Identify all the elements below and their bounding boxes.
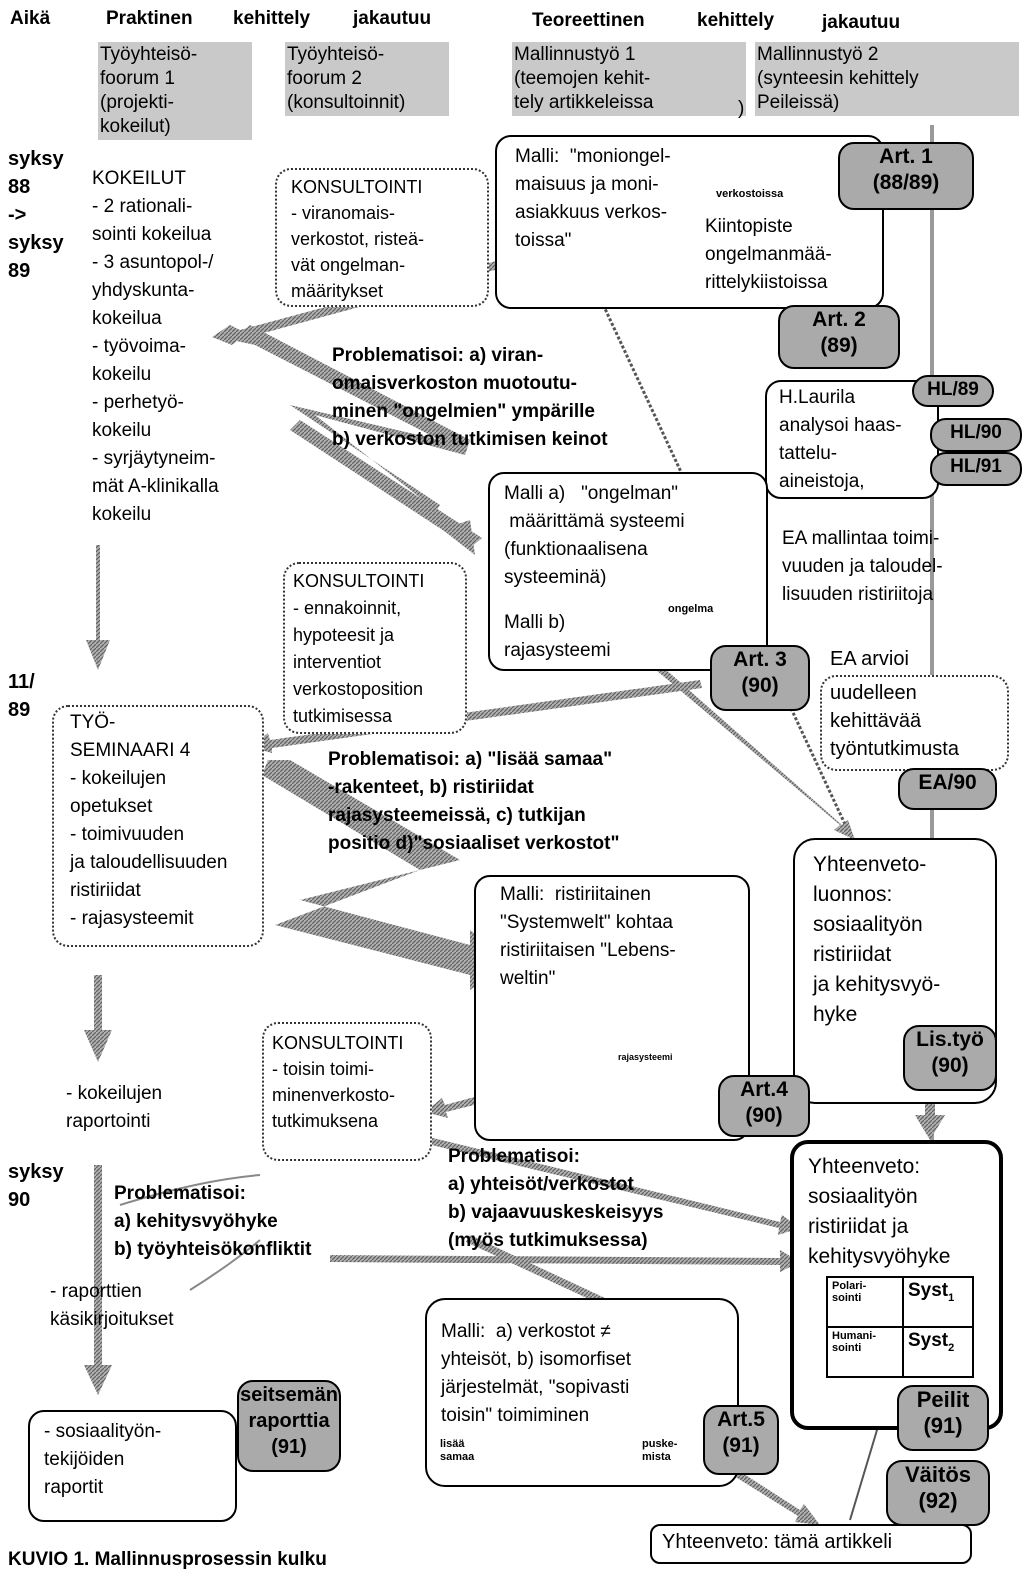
raportit-text: - sosiaalityön- tekijöiden raportit: [44, 1421, 162, 1498]
konsultointi-2-text: KONSULTOINTI - ennakoinnit, hypoteesit j…: [293, 571, 425, 726]
time-label-1: syksy 88 -> syksy 89: [8, 148, 64, 282]
malli-4-text: Malli: a) verkostot ≠ yhteisöt, b) isomo…: [441, 1321, 632, 1426]
figure-caption: KUVIO 1. Mallinnusprosessin kulku: [8, 1549, 327, 1570]
table-r1c2-label: Syst: [908, 1280, 949, 1301]
konsultointi-1-text: KONSULTOINTI - viranomais- verkostot, ri…: [291, 177, 425, 301]
seminaari-text: TYÖ- SEMINAARI 4 - kokeilujen opetukset …: [70, 712, 228, 929]
curve-problem3: [119, 1174, 261, 1291]
konsultointi-3-text: KONSULTOINTI - toisin toimi- minenverkos…: [272, 1033, 404, 1131]
art3-badge: Art. 3 (90): [710, 645, 810, 711]
arrow-problem3-to-yhteenveto: [330, 1250, 800, 1272]
time-label-3: syksy 90: [8, 1161, 64, 1211]
table-r2c1: Humani- sointi: [826, 1326, 904, 1378]
column-forum2: Työyhteisö- foorum 2 (konsultoinnit): [285, 42, 449, 116]
malli-1-fixpoint: Kiintopiste ongelmanmää- rittelykiistois…: [705, 216, 832, 293]
kokeilut-list: KOKEILUT - 2 rationali- sointi kokeilua …: [92, 168, 219, 525]
hl-box: H.Laurila analysoi haas- tattelu- aineis…: [765, 380, 939, 499]
time-label-2: 11/ 89: [8, 671, 35, 721]
arrow-problem4-to-malli4: [466, 1235, 640, 1318]
table-r2c2-sub: 2: [948, 1341, 955, 1354]
art2-badge: Art. 2 (89): [778, 305, 900, 369]
listyo-badge: Lis.työ (90): [903, 1025, 997, 1091]
malli-2-box: Malli a) "ongelman" määrittämä systeemi …: [488, 472, 768, 671]
art4-badge: Art.4 (90): [718, 1075, 810, 1137]
malli-2-text: Malli a) "ongelman" määrittämä systeemi …: [504, 483, 685, 588]
hl-text: H.Laurila analysoi haas- tattelu- aineis…: [779, 387, 902, 492]
column-model2: Mallinnustyö 2 (synteesin kehittely Peil…: [755, 42, 1019, 116]
kasikirjoitukset-text: - raporttien käsikirjoitukset: [50, 1281, 174, 1330]
hl91-badge: HL/91: [930, 452, 1022, 486]
header-practical-2: kehittely: [233, 8, 311, 29]
final-text: Yhteenveto: tämä artikkeli: [662, 1531, 893, 1553]
yhteenveto-box: Yhteenveto: sosiaalityön ristiriidat ja …: [790, 1140, 1003, 1430]
column-model1-close: ): [738, 98, 745, 119]
problem-4: Problematisoi: a) yhteisöt/verkostot b) …: [448, 1146, 664, 1251]
column-forum1: Työyhteisö- foorum 1 (projekti- kokeilut…: [98, 42, 252, 140]
zigzag-arrow-1b: [290, 420, 482, 548]
ea-text-2: EA arvioi: [830, 648, 909, 670]
table-r1c2-sub: 1: [948, 1291, 955, 1304]
table-r2c2: Syst2: [902, 1326, 974, 1378]
final-box: Yhteenveto: tämä artikkeli: [650, 1524, 972, 1564]
ea-box-text: uudelleen kehittävää työntutkimusta: [830, 682, 959, 760]
header-theoretical-1: Teoreettinen: [532, 10, 645, 31]
hl90-badge: HL/90: [930, 418, 1022, 452]
malli-2-icon-label: ongelma: [668, 603, 714, 615]
arrow-malli2-to-seminaari: [250, 680, 702, 753]
malli-1-text: Malli: "moniongel- maisuus ja moni- asia…: [515, 146, 671, 251]
header-theoretical-2: kehittely: [697, 10, 775, 31]
malli-4-box: Malli: a) verkostot ≠ yhteisöt, b) isomo…: [425, 1298, 739, 1487]
table-r1c1: Polari- sointi: [826, 1276, 904, 1328]
seminaari-box: TYÖ- SEMINAARI 4 - kokeilujen opetukset …: [52, 705, 264, 947]
art5-badge: Art.5 (91): [703, 1405, 779, 1475]
malli-4-left-label: lisää samaa: [440, 1438, 475, 1463]
header-theoretical-3: jakautuu: [822, 12, 901, 33]
reporting-text: - kokeilujen raportointi: [66, 1083, 163, 1132]
ea-box: uudelleen kehittävää työntutkimusta: [820, 675, 1009, 771]
ea90-badge: EA/90: [898, 768, 997, 810]
malli-4-right-label: puske- mista: [642, 1438, 678, 1463]
table-r1c2: Syst1: [902, 1276, 974, 1328]
malli-3-icon-label: rajasysteemi: [618, 1052, 673, 1062]
zigzag-arrow-2: [262, 760, 510, 990]
polarization-table: Polari- sointi Syst1 Humani- sointi Syst…: [826, 1276, 974, 1378]
malli-2-text-b: Malli b) rajasysteemi: [504, 612, 611, 661]
yhteenveto-text: Yhteenveto: sosiaalityön ristiriidat ja …: [808, 1155, 951, 1268]
hl89-badge: HL/89: [912, 375, 994, 407]
arrow-kokeilut-down: [86, 545, 110, 670]
malli-1-icon-label: verkostoissa: [716, 188, 784, 200]
arrow-konsultointi3-to-yhteenveto: [398, 1130, 800, 1235]
arrow-malli4-to-final: [726, 1465, 820, 1525]
art1-badge: Art. 1 (88/89): [838, 142, 974, 210]
header-practical-1: Praktinen: [106, 8, 193, 29]
konsultointi-box-3: KONSULTOINTI - toisin toimi- minenverkos…: [262, 1022, 432, 1161]
konsultointi-box-1: KONSULTOINTI - viranomais- verkostot, ri…: [275, 168, 489, 307]
seitseman-badge: seitsemän raporttia (91): [237, 1380, 341, 1472]
arrow-listyo-down: [915, 1090, 945, 1140]
line-malli1-to-yhteenveto-luonnos: [578, 254, 852, 836]
konsultointi-box-2: KONSULTOINTI - ennakoinnit, hypoteesit j…: [283, 562, 467, 734]
raportit-box: - sosiaalityön- tekijöiden raportit: [28, 1410, 237, 1522]
arrow-seminaari-down: [84, 975, 112, 1062]
arrow-reports-down: [84, 1165, 112, 1395]
problem-3: Problematisoi: a) kehitysvyöhyke b) työy…: [114, 1183, 312, 1260]
column-model1: Mallinnustyö 1 (teemojen kehit- tely art…: [512, 42, 746, 116]
malli-3-box: Malli: ristiriitainen "Systemwelt" kohta…: [474, 875, 750, 1141]
malli-3-text: Malli: ristiriitainen "Systemwelt" kohta…: [500, 884, 676, 989]
problem-1: Problematisoi: a) viran- omaisverkoston …: [332, 345, 608, 450]
peilit-badge: Peilit (91): [897, 1385, 989, 1451]
header-time: Aikä: [10, 8, 51, 29]
yhteenveto-luonnos-text: Yhteenveto- luonnos: sosiaalityön ristir…: [813, 853, 941, 1026]
line-peilit-to-final: [849, 1419, 881, 1521]
arrow-malli2-to-luonnos: [650, 660, 855, 840]
ea-text-1: EA mallintaa toimi- vuuden ja taloudel- …: [782, 528, 943, 605]
header-practical-3: jakautuu: [353, 8, 432, 29]
vaitos-badge: Väitös (92): [886, 1460, 990, 1526]
problem-2: Problematisoi: a) "lisää samaa" -rakente…: [328, 749, 620, 854]
table-r2c2-label: Syst: [908, 1330, 949, 1351]
malli-1-box: Malli: "moniongel- maisuus ja moni- asia…: [495, 135, 884, 309]
